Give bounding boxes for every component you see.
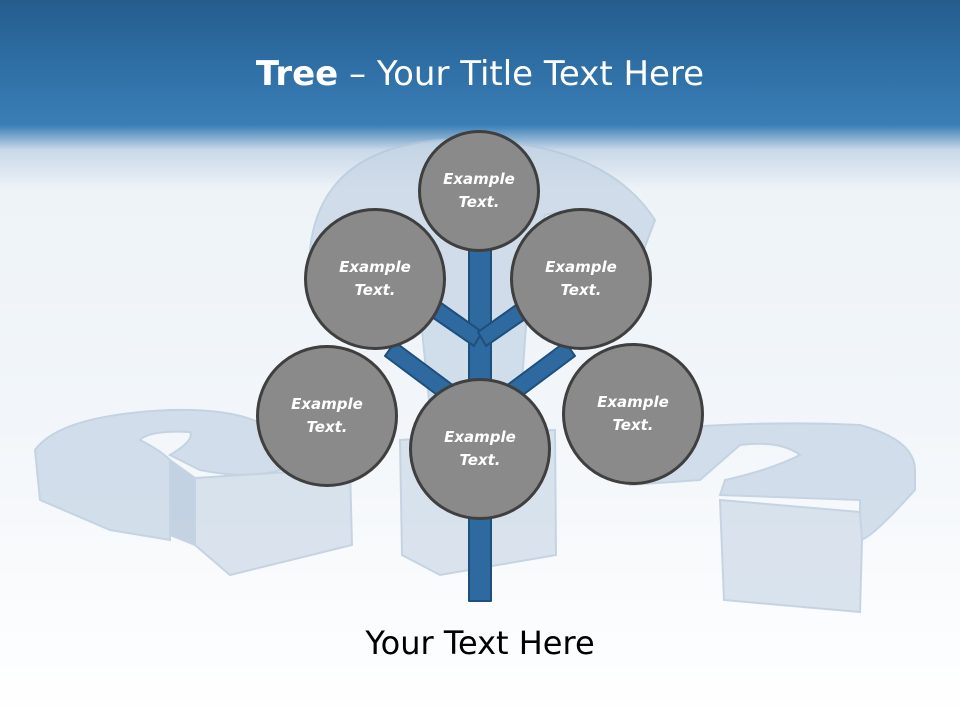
slide-title: Tree – Your Title Text Here <box>0 52 960 96</box>
title-rest: – Your Title Text Here <box>338 54 705 94</box>
title-bold-word: Tree <box>255 54 339 94</box>
footer-text: Your Text Here <box>365 624 595 662</box>
